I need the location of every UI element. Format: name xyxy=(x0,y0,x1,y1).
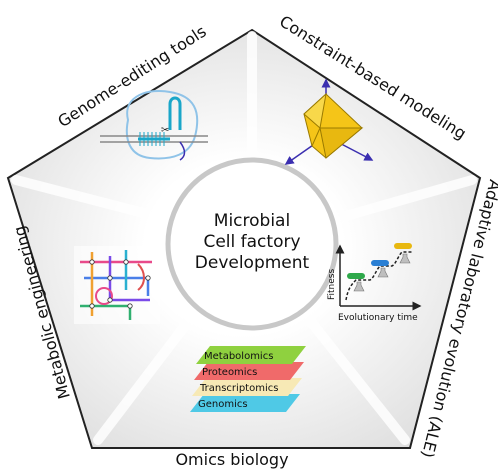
ale-plot-ylabel: Fitness xyxy=(327,269,337,300)
omics-layer-label: Transcriptomics xyxy=(199,383,278,394)
section-label-omics-biology: Omics biology xyxy=(175,450,288,469)
omics-layer-transcriptomics xyxy=(192,378,302,396)
flux-polytope-illustration xyxy=(284,78,374,165)
omics-layer-proteomics xyxy=(194,362,304,380)
omics-layer-label: Metabolomics xyxy=(204,351,273,362)
omics-layer-metabolomics xyxy=(196,346,306,364)
crispr-illustration: ✂ xyxy=(100,90,208,161)
center-title-line3: Development xyxy=(195,253,310,273)
strain-bar-3 xyxy=(394,243,412,249)
strain-bar-1 xyxy=(347,273,365,279)
flask-icons xyxy=(353,253,411,292)
center-title-line1: Microbial xyxy=(214,211,290,231)
omics-layer-genomics xyxy=(190,394,300,412)
center-circle xyxy=(165,157,339,331)
omics-layer-label: Proteomics xyxy=(202,367,257,378)
center-title-line2: Cell factory xyxy=(203,232,300,252)
section-dividers xyxy=(11,31,477,445)
ale-fitness-plot: Fitness Evolutionary time xyxy=(327,243,422,323)
omics-layers: Genomics Transcriptomics Proteomics Metabol… xyxy=(190,346,306,412)
metabolic-map-illustration xyxy=(74,246,160,324)
omics-layer-label: Genomics xyxy=(198,399,248,410)
scissors-icon: ✂ xyxy=(161,125,169,136)
strain-bar-2 xyxy=(371,260,389,266)
ale-plot-xlabel: Evolutionary time xyxy=(338,313,418,323)
